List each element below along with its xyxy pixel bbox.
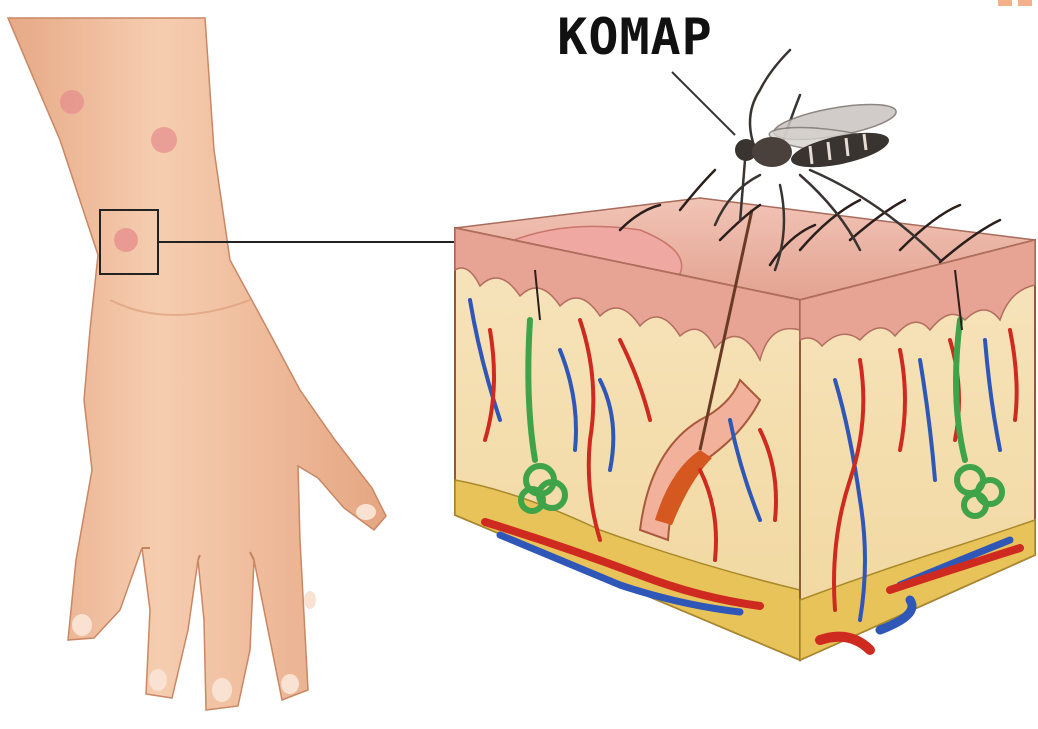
skin-section-illustration <box>455 170 1035 660</box>
bite-mark <box>60 90 84 114</box>
bite-mark <box>114 228 138 252</box>
bite-mark <box>151 127 177 153</box>
arm-illustration <box>8 18 386 710</box>
